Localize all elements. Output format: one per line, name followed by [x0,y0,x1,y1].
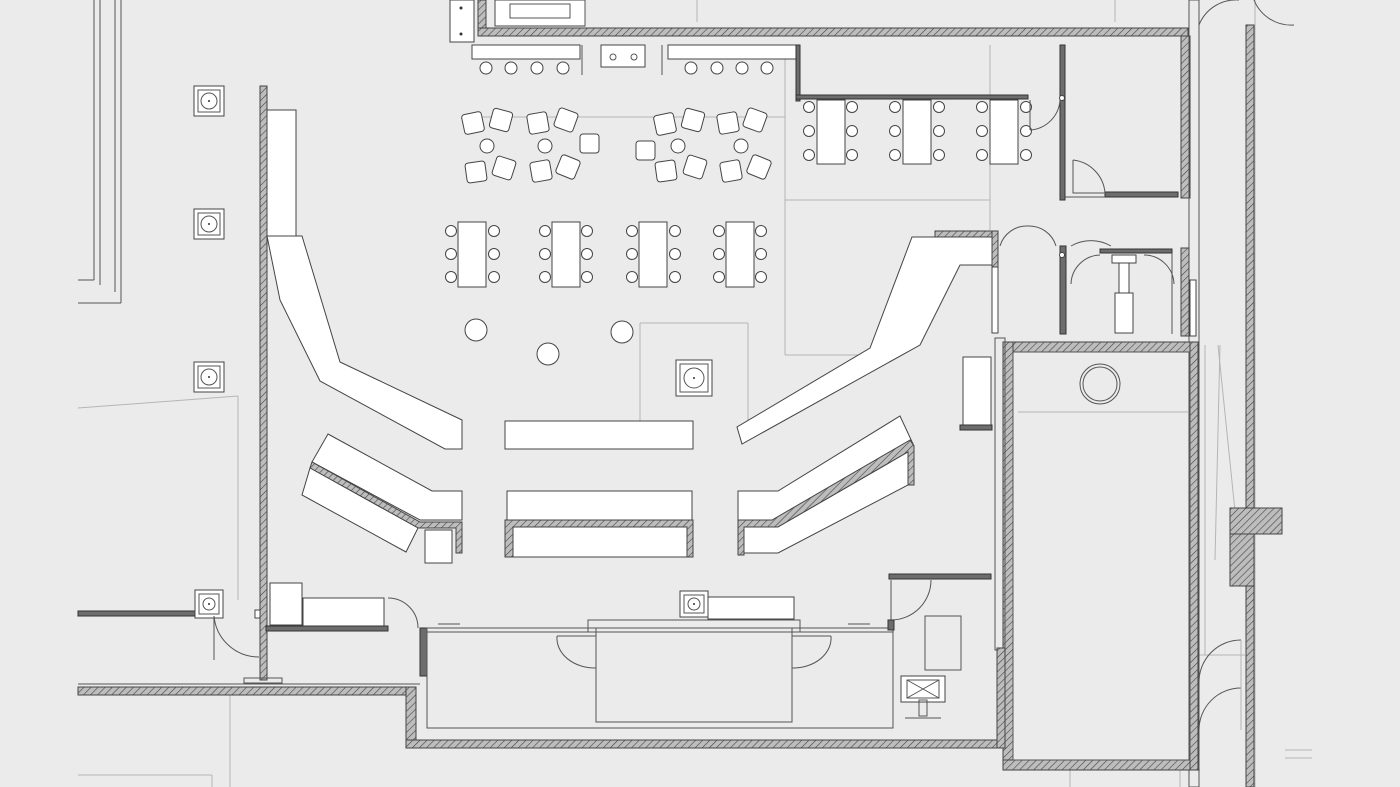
bar-stools [479,61,774,75]
door-swing-icon [1253,0,1295,26]
door-swing-icon [1143,254,1175,285]
door-swing-icon [1029,99,1061,131]
meeting-room [795,44,1179,201]
reception-desk [213,582,419,660]
service-rooms [934,225,1197,337]
left-partition-wall [243,85,463,684]
door-swing-icon [1072,159,1106,194]
right-walls [1180,0,1295,787]
door-swing-icon [1070,254,1101,285]
door-swing-icon [1198,687,1242,731]
stair-icon [900,675,946,719]
door-swing-icon [1198,0,1239,26]
column-icon [193,85,225,117]
door-swing-icon [213,615,260,660]
bottom-walls [77,596,1006,749]
column-icon [675,359,713,397]
door-swing-icon [556,635,597,669]
left-edge-walls [77,0,215,617]
door-swing-icon [890,579,932,621]
large-room [994,337,1199,771]
lounge-seating [461,107,772,184]
dining-tables [445,221,767,366]
columns [193,85,713,619]
column-icon [193,208,225,240]
counter-right-seat [743,451,909,554]
cabinets-right [888,356,993,671]
top-counters [449,0,1189,75]
column-icon [193,361,225,393]
door-swing-icon [791,635,832,669]
door-swing-icon [387,597,419,629]
angled-counter-right [736,236,993,445]
column-icon [679,590,709,618]
counter-left-seat [301,467,419,553]
door-swing-icon [1070,240,1112,247]
door-swing-icon [1198,639,1242,684]
door-swing-icon [999,225,1057,247]
counter-center-top [504,420,694,450]
counter-center [506,490,693,522]
column-icon [194,589,224,619]
